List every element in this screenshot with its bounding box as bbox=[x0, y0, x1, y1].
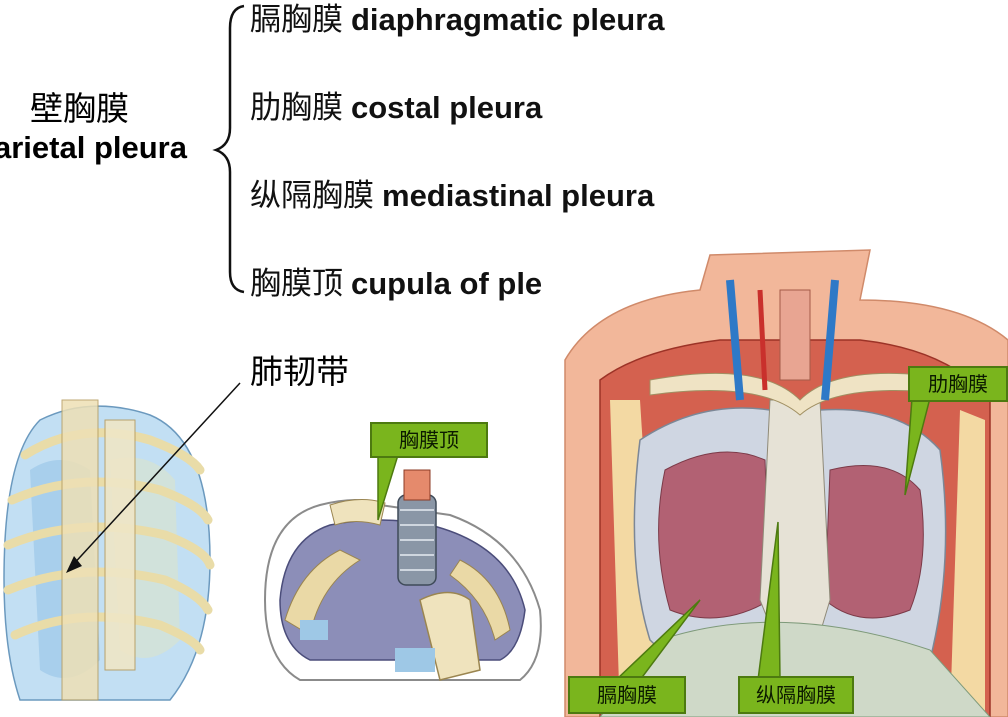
callout-mediastinal: 纵隔胸膜 bbox=[738, 676, 854, 714]
term-en: diaphragmatic pleura bbox=[351, 2, 665, 37]
term-cn: 膈胸膜 bbox=[250, 2, 343, 38]
callout-costal: 肋胸膜 bbox=[908, 366, 1008, 402]
callout-cupula: 胸膜顶 bbox=[370, 422, 488, 458]
brace bbox=[212, 4, 245, 294]
dissection-figure bbox=[564, 249, 1008, 717]
cupula-figure bbox=[263, 469, 542, 681]
callout-diaphragmatic: 膈胸膜 bbox=[568, 676, 686, 714]
term-en: mediastinal pleura bbox=[382, 178, 655, 213]
pulmonary-ligament-label: 肺韧带 bbox=[250, 352, 349, 391]
thorax-figure bbox=[3, 399, 215, 701]
parietal-pleura-en: arietal pleura bbox=[0, 130, 187, 165]
parietal-pleura-cn: 壁胸膜 bbox=[30, 89, 129, 128]
term-en: cupula of ple bbox=[351, 266, 543, 301]
term-en: costal pleura bbox=[351, 90, 543, 125]
term-cn: 胸膜顶 bbox=[250, 266, 343, 302]
term-cn: 纵隔胸膜 bbox=[250, 178, 374, 214]
term-cn: 肋胸膜 bbox=[250, 90, 343, 126]
pulmonary-ligament-pointer bbox=[69, 382, 241, 569]
